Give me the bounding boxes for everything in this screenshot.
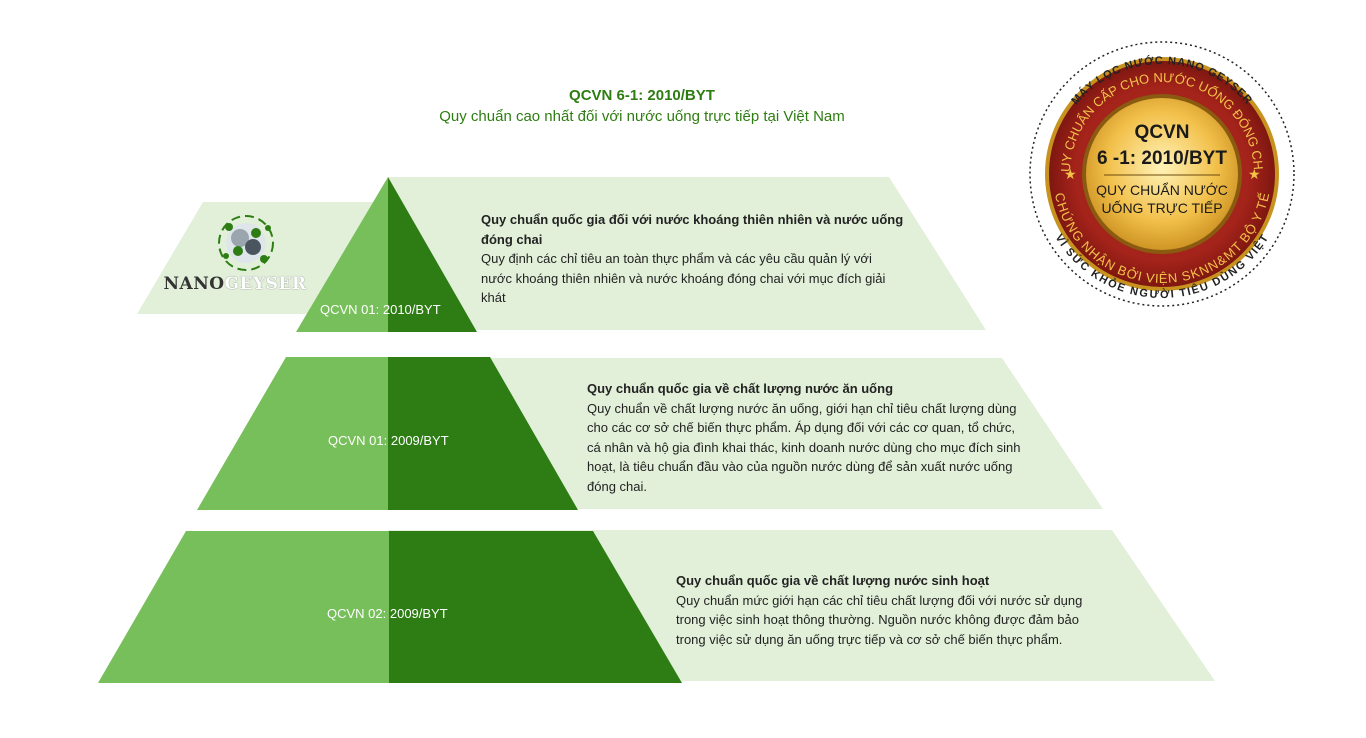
seal-center-line2: 6 -1: 2010/BYT xyxy=(1097,148,1227,169)
header-title: QCVN 6-1: 2010/BYT xyxy=(569,87,715,104)
seal-star-left-icon: ★ xyxy=(1064,166,1077,182)
seal-star-right-icon: ★ xyxy=(1248,166,1261,182)
tier3-body: Quy chuẩn mức giới hạn các chỉ tiêu chất… xyxy=(676,592,1083,647)
tier2-body: Quy chuẩn về chất lượng nước ăn uống, gi… xyxy=(587,400,1021,494)
tier3-heading: Quy chuẩn quốc gia về chất lượng nước si… xyxy=(676,573,990,588)
header-subtitle: Quy chuẩn cao nhất đối với nước uống trự… xyxy=(439,108,845,125)
certification-seal: MÁY LỌC NƯỚC NANO GEYSER VÌ SỨC KHỎE NGƯ… xyxy=(1012,24,1295,307)
tier3-description: Quy chuẩn quốc gia về chất lượng nước si… xyxy=(676,571,1156,649)
tier1-description: Quy chuẩn quốc gia đối với nước khoáng t… xyxy=(481,210,911,308)
tier1-heading: Quy chuẩn quốc gia đối với nước khoáng t… xyxy=(481,212,904,247)
logo-text: NANOGEYSER xyxy=(163,274,307,294)
tier1-body: Quy định các chỉ tiêu an toàn thực phẩm … xyxy=(481,251,886,305)
tier3-label: QCVN 02: 2009/BYT xyxy=(327,606,448,621)
seal-center-line3: QUY CHUẨN NƯỚC xyxy=(1096,181,1228,198)
tier1-label: QCVN 01: 2010/BYT xyxy=(320,302,441,317)
tier2-label: QCVN 01: 2009/BYT xyxy=(328,433,449,448)
logo-sphere-icon xyxy=(218,215,274,271)
nanogeyser-logo: NANOGEYSER xyxy=(160,212,310,302)
header: QCVN 6-1: 2010/BYT Quy chuẩn cao nhất đố… xyxy=(392,86,892,127)
tier2-panel xyxy=(388,358,1103,509)
tier3-light-half xyxy=(98,531,389,683)
tier2-dark-half xyxy=(388,357,578,510)
tier2-light-half xyxy=(197,357,388,510)
seal-center-line4: UỐNG TRỰC TIẾP xyxy=(1101,199,1222,216)
seal-center-line1: QCVN xyxy=(1135,122,1190,143)
tier3-dark-half xyxy=(389,531,682,683)
tier1-dark-half xyxy=(388,177,477,332)
tier2-heading: Quy chuẩn quốc gia về chất lượng nước ăn… xyxy=(587,381,894,396)
tier1-light-half xyxy=(296,177,388,332)
tier2-description: Quy chuẩn quốc gia về chất lượng nước ăn… xyxy=(587,379,1027,496)
tier1-panel xyxy=(388,177,986,330)
